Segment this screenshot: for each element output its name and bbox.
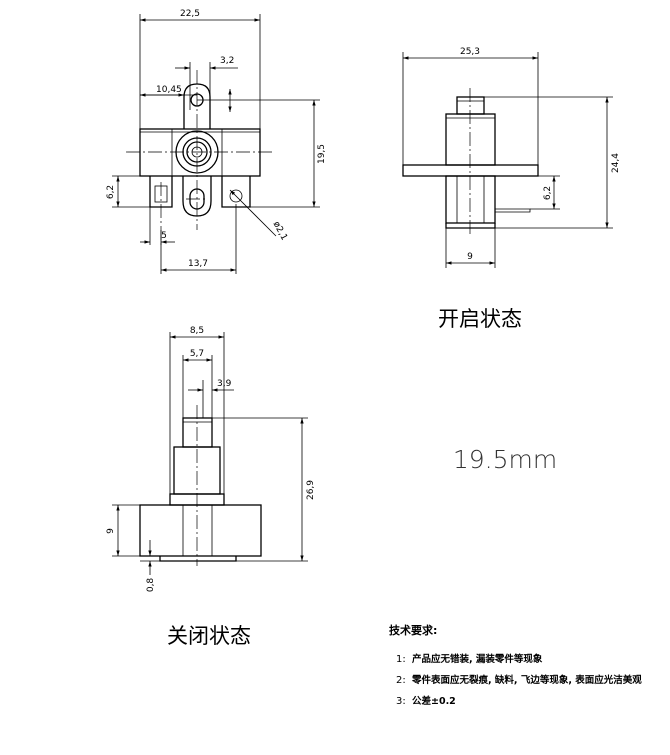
top-dim-pin-pitch: 5 (161, 231, 167, 241)
notes-title: 技术要求: (389, 623, 437, 637)
top-dim-height: 19,5 (317, 144, 327, 164)
closed-state-caption: 关闭状态 (167, 624, 251, 648)
note-3-text: 公差±0.2 (412, 695, 456, 707)
closed-state-view: 8,5 5,7 3,9 26,9 9 0,8 关闭状态 (106, 326, 316, 648)
note-2-number: 2: (396, 675, 406, 686)
closed-dim-base: 9 (106, 528, 116, 534)
closed-dim-width-inner: 3,9 (217, 379, 232, 389)
top-dim-width: 22,5 (180, 9, 200, 19)
top-dim-hole: ø2,1 (271, 220, 289, 242)
top-dim-offset: 10,45 (156, 85, 182, 95)
note-1-number: 1: (396, 654, 406, 665)
top-dim-pin-span: 13,7 (188, 259, 208, 269)
open-dim-width: 25,3 (460, 47, 480, 57)
closed-dim-width-mid: 5,7 (190, 349, 204, 359)
closed-dim-gap: 0,8 (146, 578, 156, 593)
top-dim-pin-height: 6,2 (106, 185, 116, 199)
stroke-label: 19.5mm (453, 445, 557, 474)
closed-dim-height: 26,9 (306, 480, 316, 500)
open-dim-flange-height: 6,2 (543, 186, 553, 200)
open-state-caption: 开启状态 (438, 307, 522, 331)
technical-notes: 技术要求: 1: 产品应无错装, 漏装零件等现象 2: 零件表面应无裂痕, 缺料… (389, 623, 642, 707)
open-dim-body-width: 9 (467, 252, 473, 262)
top-view: 22,5 3,2 10,45 19,5 6,2 5 13,7 ø2,1 (106, 9, 327, 274)
note-2-text: 零件表面应无裂痕, 缺料, 飞边等现象, 表面应光洁美观 (411, 674, 642, 686)
note-1-text: 产品应无错装, 漏装零件等现象 (412, 653, 543, 665)
open-dim-height: 24,4 (611, 153, 621, 173)
open-state-view: 25,3 24,4 6,2 9 开启状态 (402, 47, 621, 331)
note-3-number: 3: (396, 696, 406, 707)
closed-dim-width-outer: 8,5 (190, 326, 204, 336)
top-dim-tab: 3,2 (220, 56, 234, 66)
